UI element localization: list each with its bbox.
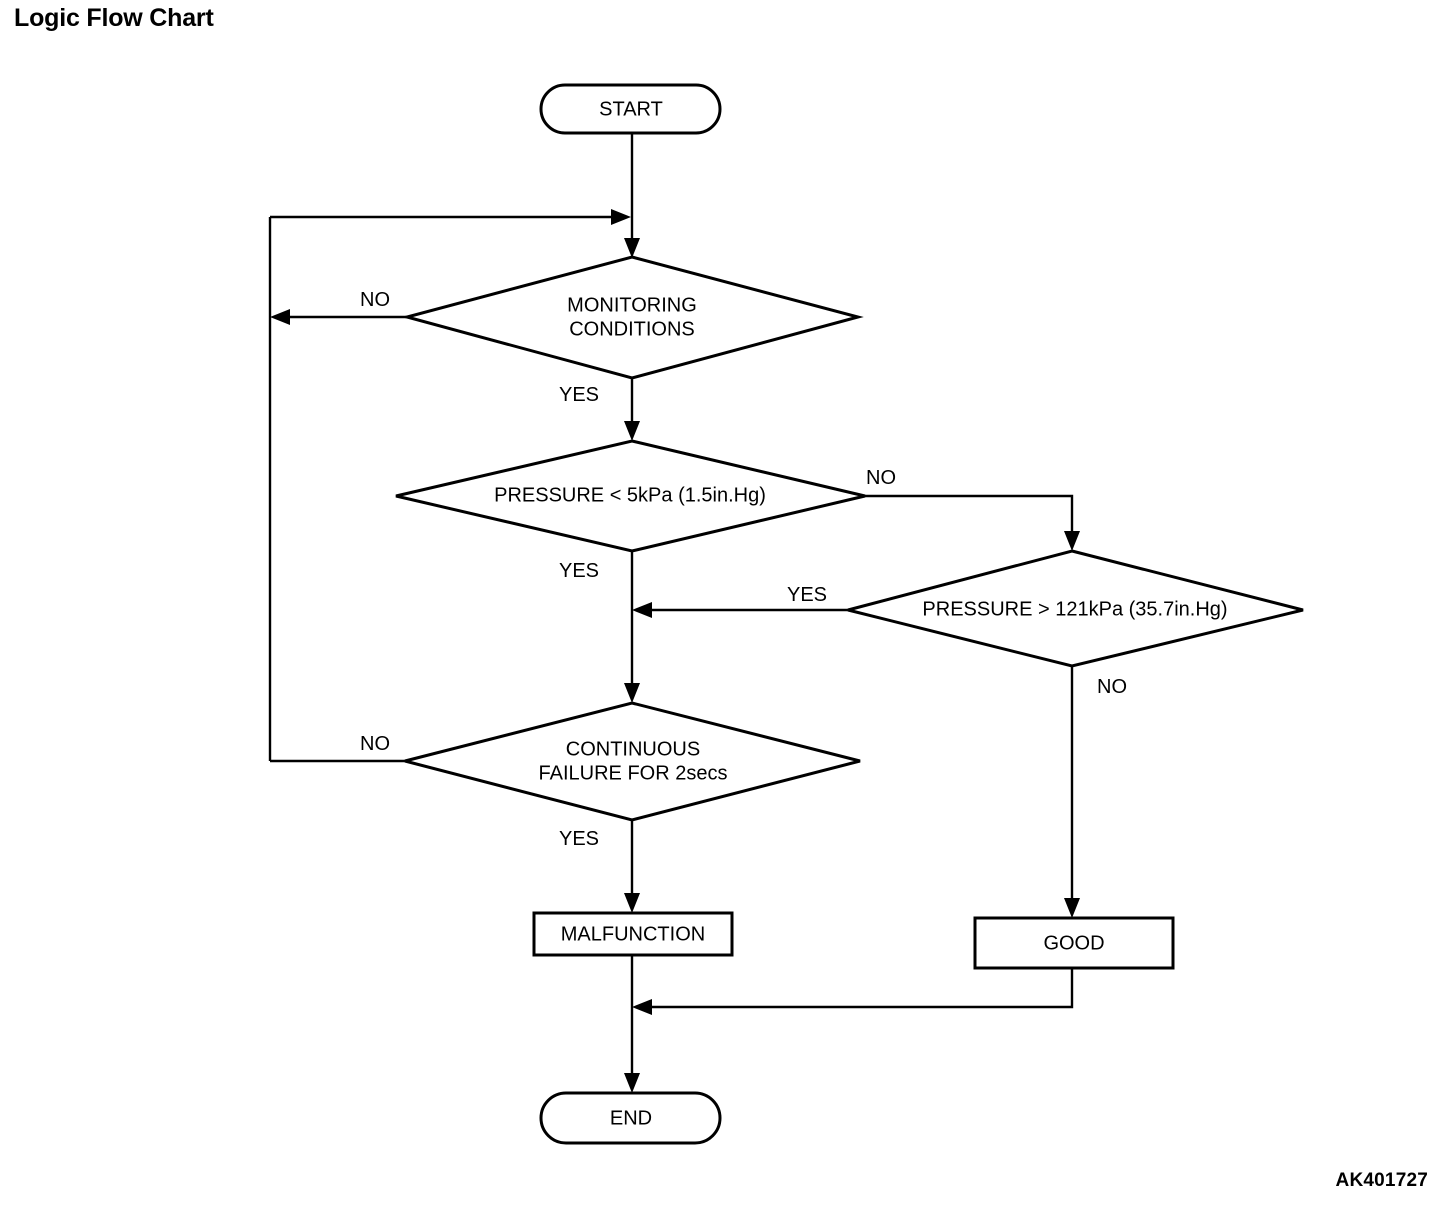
branch-label-continuous-failure-no: NO — [360, 733, 390, 755]
edge-pressure-low-no — [865, 494, 1080, 551]
branch-label-pressure-low-no: NO — [866, 467, 896, 489]
edge-pressure-high-no — [1064, 666, 1080, 918]
edge-continuous-failure-yes — [624, 820, 640, 913]
node-continuous-failure-label-line2: FAILURE FOR 2secs — [539, 762, 728, 784]
edge-good-to-end — [632, 968, 1074, 1015]
node-pressure-low-label: PRESSURE < 5kPa (1.5in.Hg) — [494, 484, 766, 506]
branch-label-pressure-low-yes: YES — [559, 560, 599, 582]
branch-label-monitoring-no: NO — [360, 289, 390, 311]
node-monitoring-label-line1: MONITORING — [567, 294, 697, 316]
node-end[interactable]: END — [539, 1091, 722, 1145]
node-good[interactable]: GOOD — [973, 916, 1175, 970]
node-pressure-high-label: PRESSURE > 121kPa (35.7in.Hg) — [922, 598, 1227, 620]
node-malfunction-label: MALFUNCTION — [561, 923, 705, 945]
reference-code: AK401727 — [1335, 1170, 1428, 1191]
node-monitoring-conditions[interactable]: MONITORING CONDITIONS — [401, 255, 864, 380]
edge-start-to-monitoring — [624, 133, 640, 258]
node-malfunction[interactable]: MALFUNCTION — [532, 911, 734, 957]
edge-malfunction-to-end — [624, 955, 640, 1093]
node-start[interactable]: START — [539, 83, 722, 135]
edge-feedback-loop-return — [270, 209, 631, 225]
branch-label-continuous-failure-yes: YES — [559, 828, 599, 850]
node-start-label: START — [599, 98, 663, 120]
node-pressure-high[interactable]: PRESSURE > 121kPa (35.7in.Hg) — [847, 549, 1304, 668]
branch-label-pressure-high-yes: YES — [787, 584, 827, 606]
node-continuous-failure[interactable]: CONTINUOUS FAILURE FOR 2secs — [404, 701, 861, 822]
page-title: Logic Flow Chart — [14, 4, 214, 32]
node-monitoring-label-line2: CONDITIONS — [569, 318, 695, 340]
edge-pressure-high-yes — [632, 602, 848, 618]
edge-monitoring-yes — [624, 378, 640, 441]
node-end-label: END — [610, 1107, 652, 1129]
edge-pressure-low-yes — [624, 551, 640, 703]
branch-label-monitoring-yes: YES — [559, 384, 599, 406]
node-continuous-failure-label-line1: CONTINUOUS — [566, 738, 700, 760]
branch-label-pressure-high-no: NO — [1097, 676, 1127, 698]
node-good-label: GOOD — [1043, 932, 1104, 954]
node-pressure-low[interactable]: PRESSURE < 5kPa (1.5in.Hg) — [395, 439, 866, 553]
edge-monitoring-no — [270, 309, 407, 325]
